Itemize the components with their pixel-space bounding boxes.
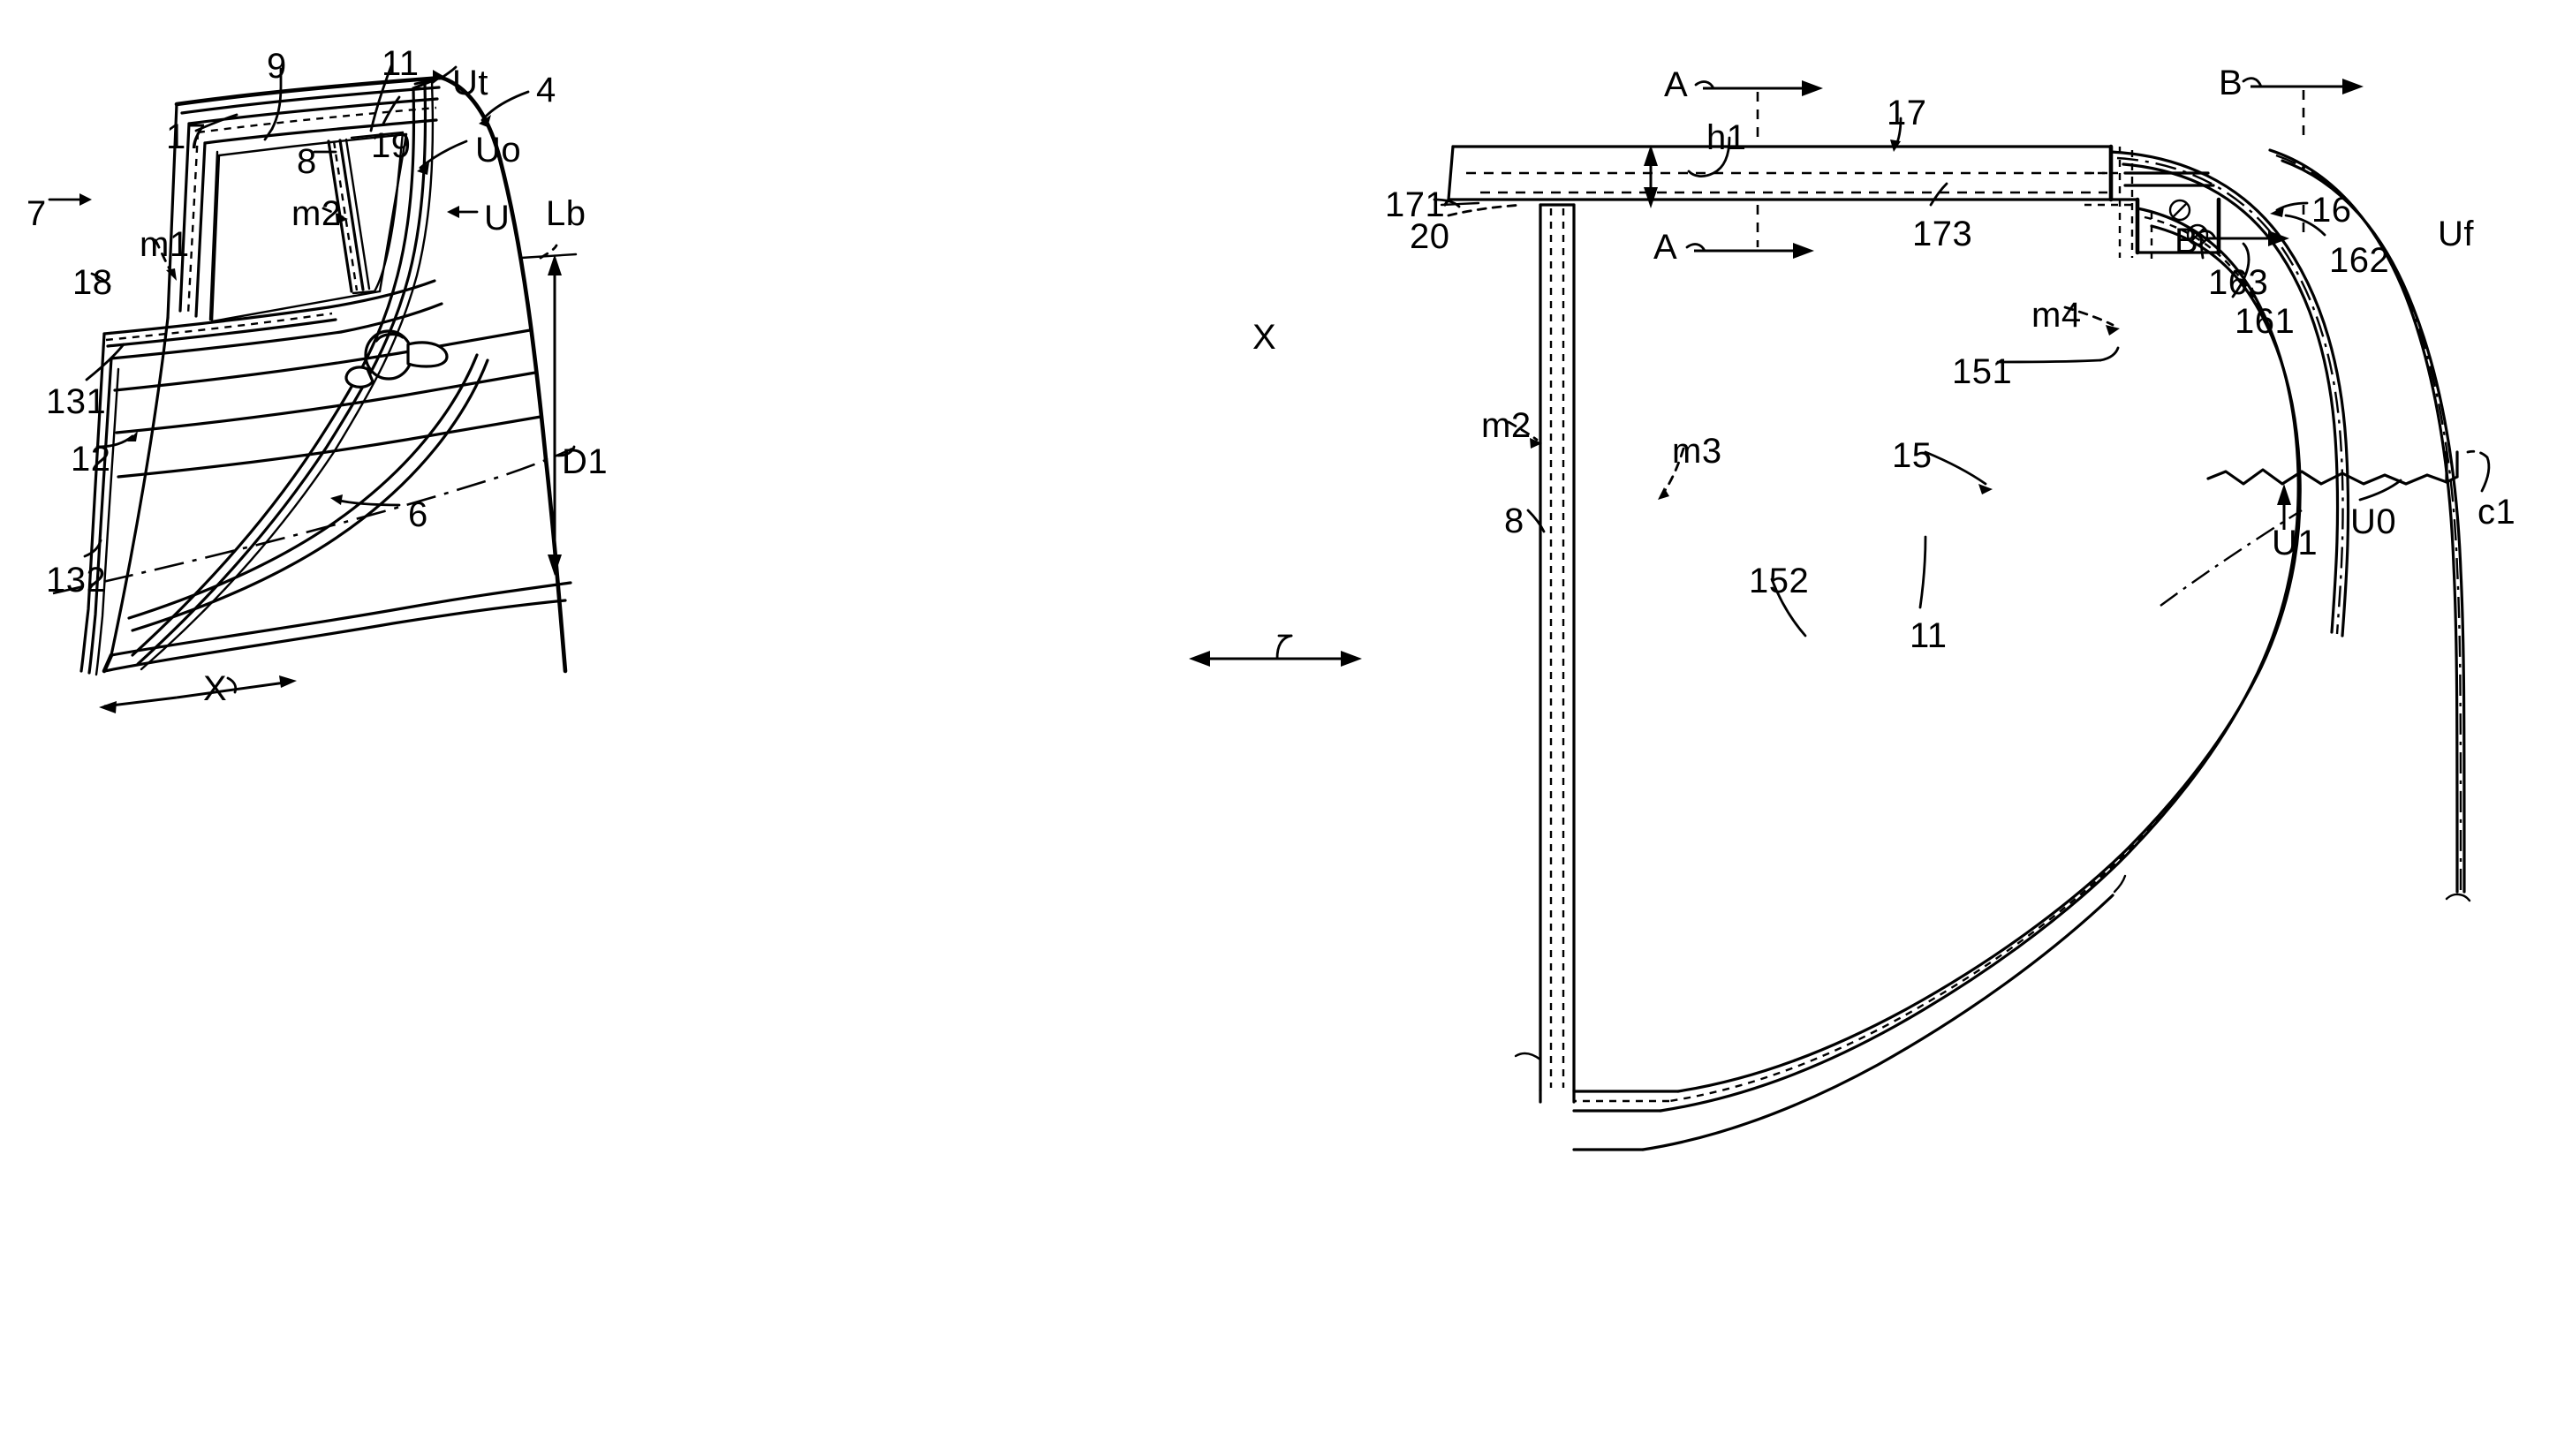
section-line-A-marker xyxy=(1685,80,1823,259)
ref-Lb: Lb xyxy=(546,194,586,233)
ref-9: 9 xyxy=(267,47,287,86)
ref-4: 4 xyxy=(536,71,556,109)
left-figure-leaders xyxy=(48,62,530,713)
ref-m1: m1 xyxy=(140,225,190,264)
ref-X-center: X xyxy=(1252,318,1277,357)
ref-8-left: 8 xyxy=(297,142,317,181)
right-figure-leaders xyxy=(1189,117,2326,667)
corner-bracket-16 xyxy=(2084,144,2221,265)
section-line-B-marker xyxy=(2196,77,2364,246)
front-curved-sash-15 xyxy=(1572,150,2350,1151)
ref-152: 152 xyxy=(1749,562,1810,600)
ref-Uo-left: Uo xyxy=(475,131,522,170)
door-character-lines xyxy=(113,328,542,632)
ref-m4: m4 xyxy=(2031,296,2082,335)
ref-Uf: Uf xyxy=(2438,215,2474,253)
ref-151: 151 xyxy=(1952,352,2013,391)
ref-U0: U0 xyxy=(2350,502,2397,541)
vertical-sash-8 xyxy=(1514,203,1576,1104)
ref-h1: h1 xyxy=(1706,118,1747,157)
weld-symbol-upper xyxy=(2168,199,2191,222)
dimension-h1-line xyxy=(1644,136,1731,208)
ref-B-top: B xyxy=(2219,64,2243,102)
ref-17-left: 17 xyxy=(166,117,207,156)
ref-162: 162 xyxy=(2329,241,2390,280)
ref-Ut: Ut xyxy=(452,64,488,102)
ref-171: 171 xyxy=(1385,185,1446,224)
ref-A-top: A xyxy=(1664,65,1689,104)
ref-11-top: 11 xyxy=(382,44,420,83)
ref-m2-left: m2 xyxy=(291,194,342,233)
ref-c1: c1 xyxy=(2477,493,2516,532)
ref-U: U xyxy=(484,199,511,238)
ref-132: 132 xyxy=(46,561,107,600)
ref-161: 161 xyxy=(2235,302,2296,341)
upper-sash-beam-17 xyxy=(1440,145,2113,207)
dimension-D1-line xyxy=(519,253,578,576)
door-rear-edge xyxy=(79,332,120,676)
ref-163: 163 xyxy=(2208,263,2269,302)
ref-17-right: 17 xyxy=(1887,94,1927,132)
ref-X-left: X xyxy=(203,669,228,708)
belt-line-region xyxy=(102,279,443,360)
quarter-window-19 xyxy=(350,131,405,295)
ref-A-bottom: A xyxy=(1653,228,1678,267)
ref-m3: m3 xyxy=(1672,432,1722,471)
break-cut-line xyxy=(2160,449,2491,607)
ref-U1: U1 xyxy=(2272,524,2319,562)
ref-6: 6 xyxy=(408,495,428,534)
front-vertical-sash xyxy=(178,122,219,321)
door-lower-panel xyxy=(102,581,572,673)
ref-173: 173 xyxy=(1912,215,1973,253)
ref-8-right: 8 xyxy=(1504,502,1524,540)
door-upper-edge-Ut xyxy=(412,65,458,90)
ref-12: 12 xyxy=(71,440,111,479)
ref-11-right: 11 xyxy=(1910,616,1948,655)
ref-20: 20 xyxy=(1410,217,1450,256)
ref-D1: D1 xyxy=(562,442,609,481)
ref-19: 19 xyxy=(371,126,412,165)
ref-15: 15 xyxy=(1892,436,1933,475)
ref-18: 18 xyxy=(72,263,113,302)
door-handle xyxy=(344,329,449,389)
ref-131: 131 xyxy=(46,382,107,421)
door-outer-panel xyxy=(102,75,568,674)
ref-m2-right: m2 xyxy=(1481,406,1532,445)
ref-16: 16 xyxy=(2311,191,2352,230)
ref-B-bottom: B xyxy=(2175,222,2199,260)
ref-7: 7 xyxy=(26,194,47,233)
